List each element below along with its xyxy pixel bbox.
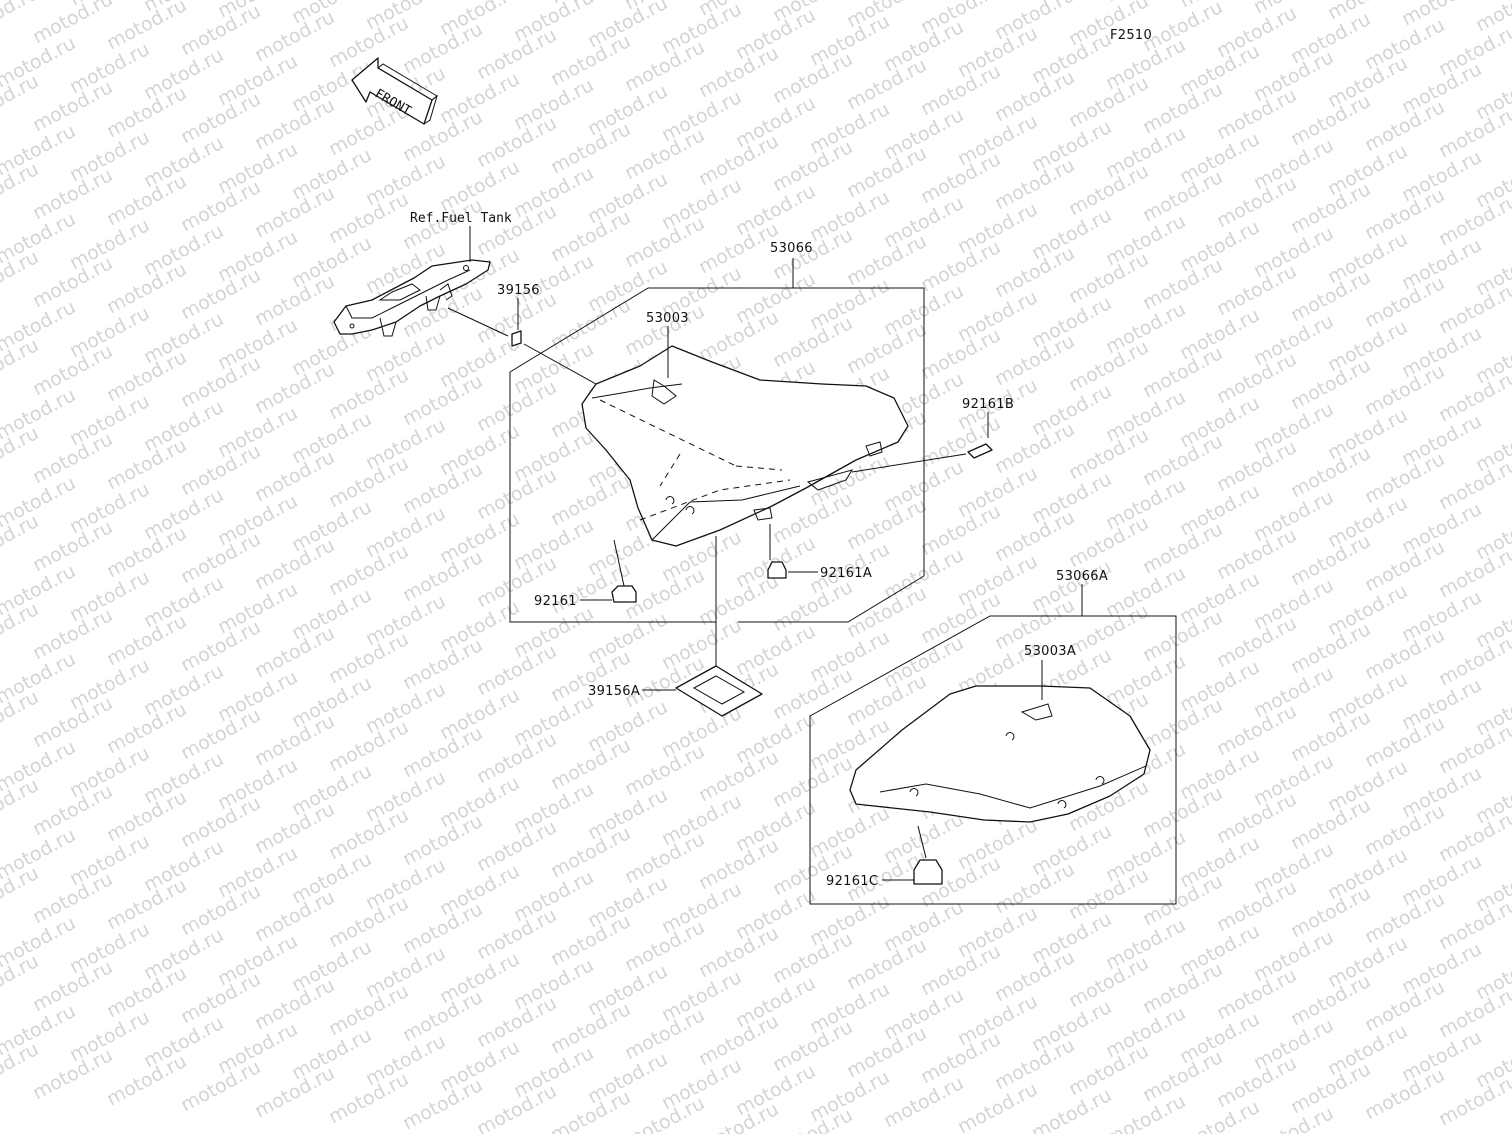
part-92161B: [967, 443, 993, 459]
figure-code: F2510: [1110, 28, 1152, 43]
label-39156A: 39156A: [588, 684, 640, 699]
label-53066: 53066: [770, 241, 813, 256]
pad-39156: [511, 330, 522, 347]
watermark-text: motod.ru: [1435, 1070, 1512, 1130]
front-seat: [581, 345, 909, 547]
fuel-tank-bracket: [333, 259, 491, 337]
label-53003A: 53003A: [1024, 644, 1076, 659]
part-92161C: [913, 859, 943, 885]
label-39156: 39156: [497, 283, 540, 298]
label-92161: 92161: [534, 594, 577, 609]
pad-39156A: [675, 665, 763, 717]
label-92161B: 92161B: [962, 397, 1014, 412]
label-ref-fuel-tank: Ref.Fuel Tank: [410, 211, 512, 226]
rear-seat: [849, 685, 1151, 823]
part-92161A: [767, 561, 787, 579]
part-92161: [611, 585, 637, 603]
label-53066A: 53066A: [1056, 569, 1108, 584]
label-92161A: 92161A: [820, 566, 872, 581]
label-53003: 53003: [646, 311, 689, 326]
label-92161C: 92161C: [826, 874, 878, 889]
